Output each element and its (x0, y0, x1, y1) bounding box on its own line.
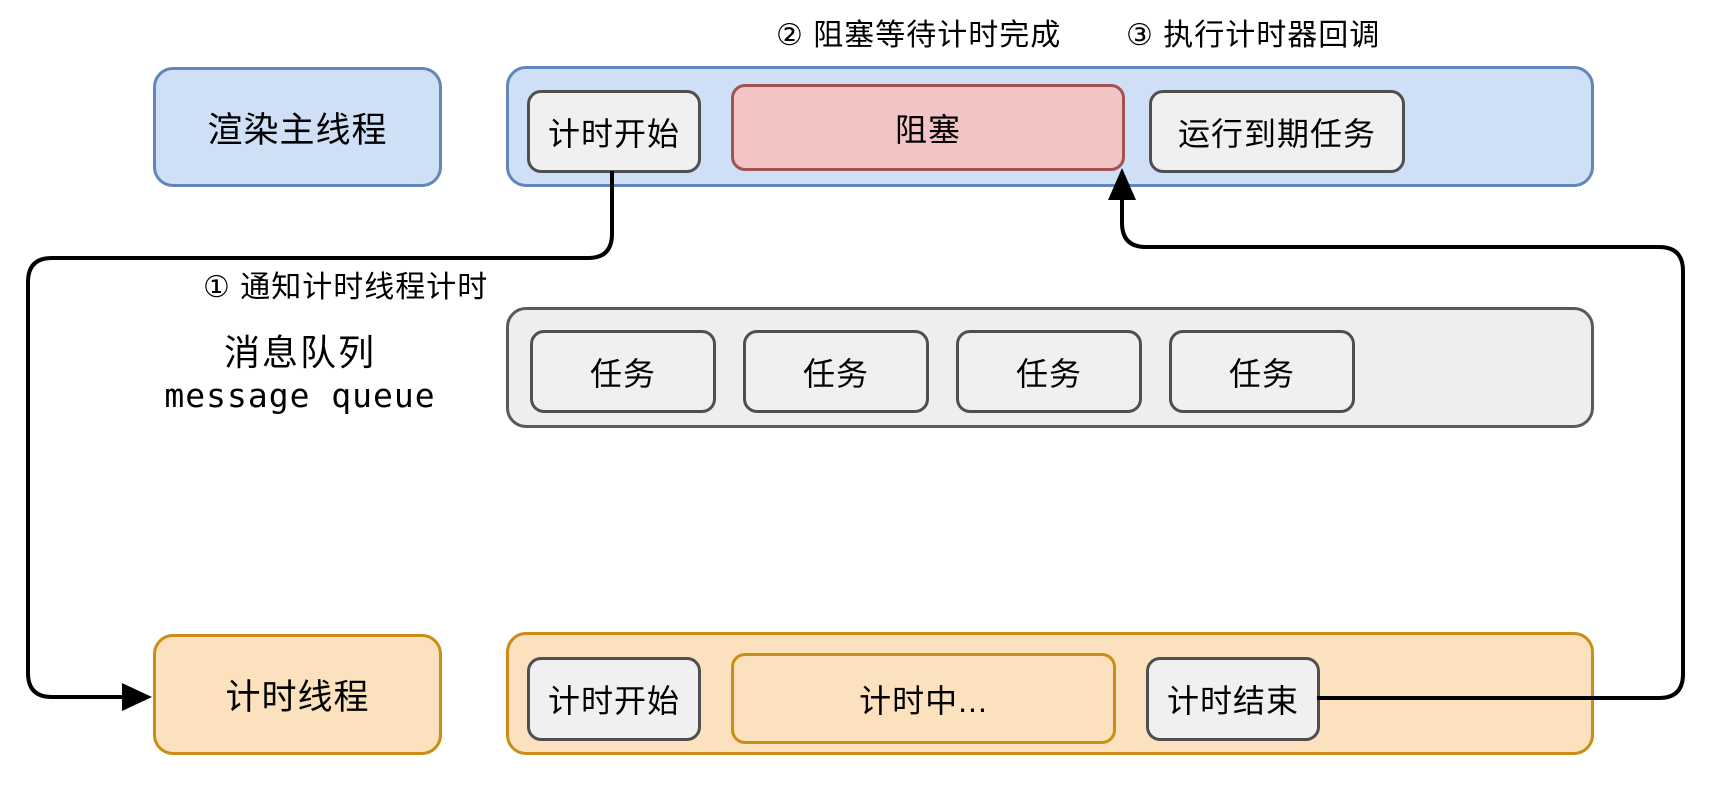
timing-end-block: 计时结束 (1146, 657, 1320, 741)
step1-annotation: ① 通知计时线程计时 (203, 271, 489, 304)
main-thread-track: 计时开始 阻塞 运行到期任务 (506, 66, 1594, 187)
timing-in-progress-block: 计时中... (731, 653, 1116, 744)
message-queue-track: 任务 任务 任务 任务 (506, 307, 1594, 428)
timing-start-block: 计时开始 (527, 657, 701, 741)
task-block-3: 任务 (956, 330, 1142, 413)
timer-callback-arrow-path (1120, 194, 1685, 700)
main-thread-label-box: 渲染主线程 (153, 67, 442, 187)
run-expired-tasks-block: 运行到期任务 (1149, 90, 1405, 173)
blocked-block: 阻塞 (731, 84, 1125, 171)
step2-annotation: ② 阻塞等待计时完成 (776, 19, 1062, 52)
timer-thread-label-box: 计时线程 (153, 634, 442, 755)
notify-timer-arrowhead (122, 683, 152, 711)
message-queue-label-zh: 消息队列 (223, 332, 376, 373)
step3-annotation: ③ 执行计时器回调 (1126, 19, 1381, 52)
message-queue-label-en: message queue (164, 376, 436, 415)
task-block-4: 任务 (1169, 330, 1355, 413)
notify-timer-arrow-path (26, 171, 614, 699)
timer-thread-track: 计时开始 计时中... 计时结束 (506, 632, 1594, 755)
message-queue-label: 消息队列 message queue (100, 330, 500, 416)
task-block-2: 任务 (743, 330, 929, 413)
task-block-1: 任务 (530, 330, 716, 413)
timer-start-block: 计时开始 (527, 90, 701, 173)
